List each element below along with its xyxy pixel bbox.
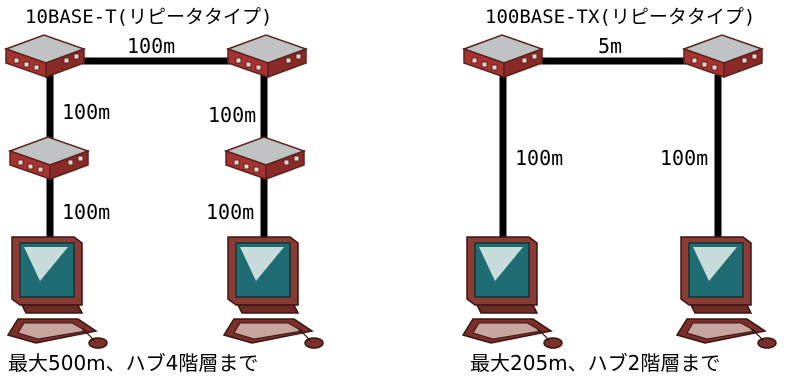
right-link-length: 100m <box>515 146 564 170</box>
left-caption: 最大500m、ハブ4階層まで <box>8 351 259 375</box>
hub-icon <box>227 34 307 78</box>
left-link-length: 100m <box>208 103 257 127</box>
right-caption: 最大205m、ハブ2階層まで <box>470 351 721 375</box>
left-link-length: 100m <box>62 200 111 224</box>
computer-icon <box>676 236 777 349</box>
computer-icon <box>7 236 108 349</box>
hub-icon <box>683 34 763 78</box>
computer-icon <box>462 236 563 349</box>
hub-icon <box>225 136 305 180</box>
hub-icon <box>5 34 85 78</box>
hub-icon <box>463 34 543 78</box>
left-link-length: 100m <box>206 200 255 224</box>
left-title: 10BASE-T(リピータタイプ) <box>25 6 273 28</box>
computer-icon <box>223 236 324 349</box>
right-title: 100BASE-TX(リピータタイプ) <box>485 6 756 28</box>
right-link-length: 100m <box>660 146 709 170</box>
left-top-link-length: 100m <box>127 34 176 58</box>
right-top-link-length: 5m <box>598 34 623 58</box>
left-link-length: 100m <box>62 100 111 124</box>
hub-icon <box>9 136 89 180</box>
